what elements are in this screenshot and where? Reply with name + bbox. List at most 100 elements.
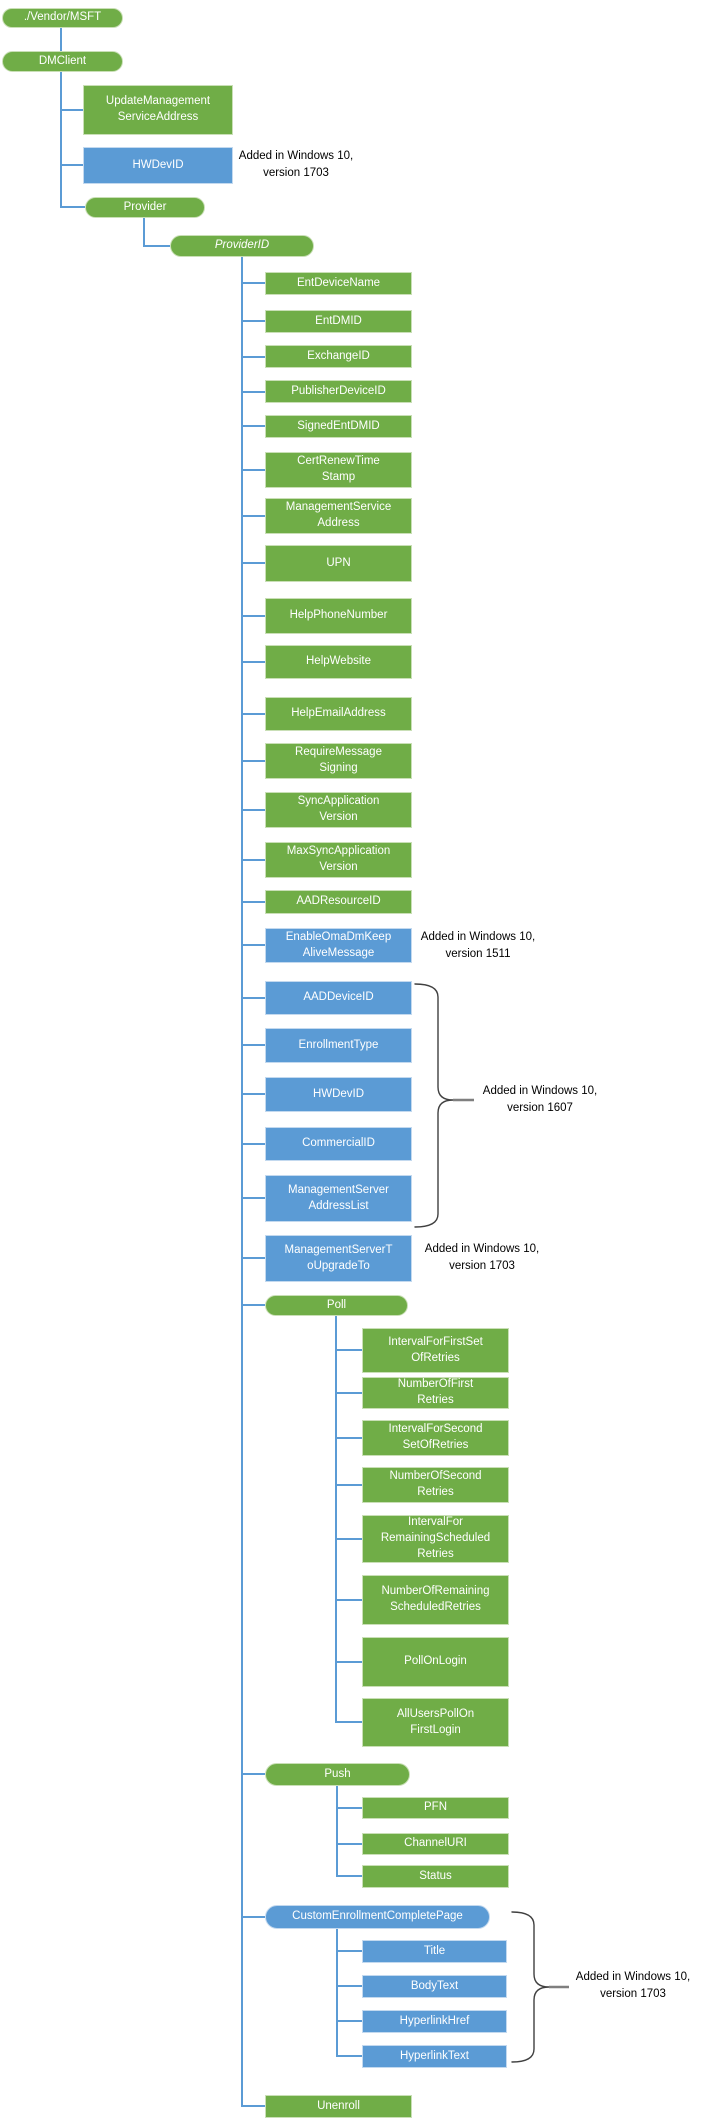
node-provider: Provider — [85, 197, 205, 218]
node-publisherdeviceid: PublisherDeviceID — [265, 380, 412, 403]
node-providerid: ProviderID — [170, 235, 314, 257]
node-numberoffirstretries: NumberOfFirst Retries — [362, 1377, 509, 1409]
connector-stub — [336, 1721, 362, 1723]
connector-stub — [242, 562, 265, 564]
connector-stub — [242, 1093, 265, 1095]
node-poll: Poll — [265, 1295, 408, 1316]
node-managementserveraddresslist: ManagementServer AddressList — [265, 1175, 412, 1222]
connector-stub — [242, 391, 265, 393]
node-hwdevid-dmclient: HWDevID — [83, 147, 233, 184]
node-enableomadmkeepalivemessage: EnableOmaDmKeep AliveMessage — [265, 928, 412, 963]
connector-stub — [336, 1392, 362, 1394]
node-managementservertoupgradeto: ManagementServerT oUpgradeTo — [265, 1235, 412, 1282]
node-bodytext: BodyText — [362, 1975, 507, 1998]
connector-stub — [242, 809, 265, 811]
node-signedentdmid: SignedEntDMID — [265, 415, 412, 438]
node-enrollmenttype: EnrollmentType — [265, 1028, 412, 1063]
connector-provider-elbow-v — [143, 217, 145, 247]
connector-stub — [337, 2020, 362, 2022]
node-alluserspollonfirstlogin: AllUsersPollOn FirstLogin — [362, 1698, 509, 1747]
annotation-custompage-1703: Added in Windows 10, version 1703 — [575, 1971, 691, 2000]
node-entdmid: EntDMID — [265, 310, 412, 333]
connector-stub — [242, 1773, 265, 1775]
connector-stub — [242, 713, 265, 715]
node-entdevicename: EntDeviceName — [265, 272, 412, 295]
node-commercialid: CommercialID — [265, 1127, 412, 1161]
connector-stub — [337, 1843, 362, 1845]
node-dmclient: DMClient — [2, 51, 123, 72]
node-maxsyncapplicationversion: MaxSyncApplication Version — [265, 842, 412, 878]
node-customenrollmentcompletepage: CustomEnrollmentCompletePage — [265, 1905, 490, 1929]
connector-stub — [242, 320, 265, 322]
connector-stub — [242, 615, 265, 617]
connector-stub — [61, 206, 85, 208]
node-helpphonenumber: HelpPhoneNumber — [265, 598, 412, 634]
annotation-upgradeto-1703: Added in Windows 10, version 1703 — [424, 1243, 540, 1272]
node-pollonlogin: PollOnLogin — [362, 1637, 509, 1687]
connector-stub — [242, 515, 265, 517]
connector-stub — [242, 356, 265, 358]
node-upn: UPN — [265, 545, 412, 582]
connector-stub — [336, 1661, 362, 1663]
node-channeluri: ChannelURI — [362, 1833, 509, 1855]
node-push: Push — [265, 1763, 410, 1786]
connector-stub — [337, 2055, 362, 2057]
node-pfn: PFN — [362, 1797, 509, 1819]
node-certrenewtimestamp: CertRenewTime Stamp — [265, 452, 412, 488]
node-title: Title — [362, 1940, 507, 1963]
connector-stub — [337, 1950, 362, 1952]
node-vendor-msft: ./Vendor/MSFT — [2, 8, 123, 28]
connector-poll-trunk — [335, 1316, 337, 1723]
connector-stub — [242, 901, 265, 903]
connector-stub — [61, 109, 83, 111]
node-hyperlinktext: HyperlinkText — [362, 2045, 507, 2068]
brace-1703 — [511, 1911, 550, 2063]
connector-stub — [242, 425, 265, 427]
annotation-keepalive-1511: Added in Windows 10, version 1511 — [420, 931, 536, 960]
node-numberofremainingscheduledretries: NumberOfRemaining ScheduledRetries — [362, 1575, 509, 1625]
connector-stub — [242, 282, 265, 284]
connector-stub — [242, 1257, 265, 1259]
connector-stub — [242, 661, 265, 663]
connector-stub — [336, 1484, 362, 1486]
annotation-hwdevid-1703: Added in Windows 10, version 1703 — [238, 150, 354, 179]
node-intervalforsecondsetofretries: IntervalForSecond SetOfRetries — [362, 1420, 509, 1456]
connector-stub — [242, 997, 265, 999]
connector-stub — [242, 1197, 265, 1199]
node-helpwebsite: HelpWebsite — [265, 645, 412, 679]
node-unenroll: Unenroll — [265, 2095, 412, 2118]
connector-push-trunk — [336, 1786, 338, 1877]
node-aadresourceid: AADResourceID — [265, 890, 412, 914]
connector-stub — [337, 1875, 362, 1877]
connector-stub — [242, 2105, 265, 2107]
connector-stub — [336, 1538, 362, 1540]
brace-1607 — [414, 983, 454, 1228]
connector-stub — [61, 164, 83, 166]
connector-stub — [336, 1437, 362, 1439]
node-syncapplicationversion: SyncApplication Version — [265, 792, 412, 828]
node-helpemailaddress: HelpEmailAddress — [265, 697, 412, 731]
connector-vendor-trunk — [60, 27, 62, 52]
node-aaddeviceid: AADDeviceID — [265, 981, 412, 1015]
node-requiremessagesigning: RequireMessage Signing — [265, 743, 412, 779]
node-exchangeid: ExchangeID — [265, 345, 412, 368]
connector-stub — [242, 1916, 265, 1918]
node-intervalforremainingscheduledretries: IntervalFor RemainingScheduled Retries — [362, 1515, 509, 1563]
connector-stub — [242, 859, 265, 861]
connector-stub — [242, 760, 265, 762]
connector-stub — [337, 1985, 362, 1987]
node-status: Status — [362, 1865, 509, 1888]
node-hwdevid-providerid: HWDevID — [265, 1077, 412, 1112]
connector-custompage-trunk — [336, 1929, 338, 2057]
connector-stub — [242, 1304, 265, 1306]
connector-dmclient-trunk — [60, 71, 62, 208]
connector-stub — [336, 1599, 362, 1601]
connector-stub — [337, 1807, 362, 1809]
connector-stub — [336, 1349, 362, 1351]
node-hyperlinkhref: HyperlinkHref — [362, 2010, 507, 2033]
connector-provider-elbow-h — [143, 245, 170, 247]
node-managementserviceaddress: ManagementService Address — [265, 498, 412, 534]
connector-stub — [242, 1044, 265, 1046]
node-updatemanagementserviceaddress: UpdateManagement ServiceAddress — [83, 85, 233, 135]
